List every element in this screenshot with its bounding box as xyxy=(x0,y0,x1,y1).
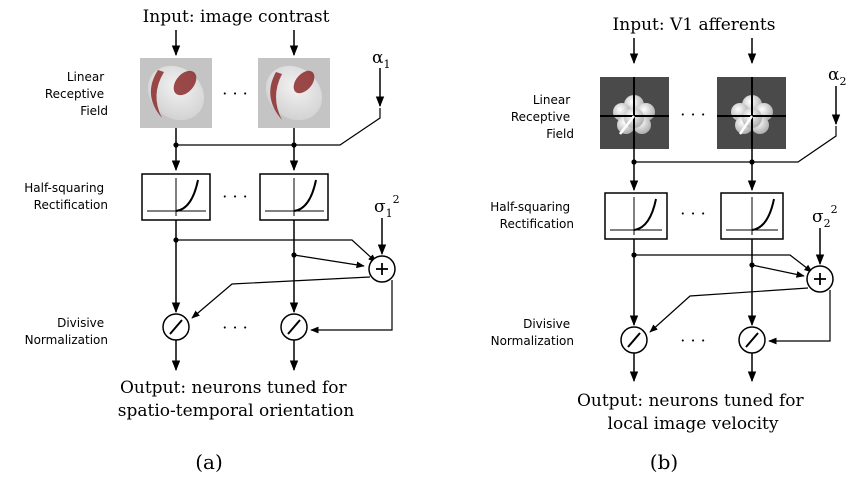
panel-b-stage-norm-label: Divisive Normalization xyxy=(491,317,574,348)
panel-b-caption: (b) xyxy=(650,450,678,474)
panel-a-rectifier-1 xyxy=(141,173,211,221)
panel-b-ellipsis-norm: · · · xyxy=(680,331,705,350)
panel-a-ellipsis-rect: · · · xyxy=(222,187,247,206)
panel-a-rectifier-2 xyxy=(259,173,329,221)
panel-b-divider-2 xyxy=(738,326,766,354)
panel-b-sigma-label: σ22 xyxy=(812,203,838,230)
panel-a-receptive-field-2 xyxy=(258,58,330,128)
panel-b-divider-1 xyxy=(620,326,648,354)
panel-b-input-label: Input: V1 afferents xyxy=(613,15,776,35)
panel-a-stage-rect-label: Half-squaring Rectification xyxy=(24,181,108,212)
panel-b-rectifier-1 xyxy=(604,192,668,240)
panel-b-ellipsis-rf: · · · xyxy=(680,105,705,124)
panel-a-sigma-label: σ12 xyxy=(374,193,400,220)
panel-a-feedback-1 xyxy=(191,276,371,319)
panel-b-feedback-1 xyxy=(649,287,809,333)
panel-a-divider-1 xyxy=(162,313,190,341)
panel-a-ellipsis-rf: · · · xyxy=(222,84,247,103)
panel-b-tap-2 xyxy=(751,264,805,278)
panel-a-alpha-label: α1 xyxy=(372,48,390,71)
panel-a-alpha-bus xyxy=(176,108,381,146)
panel-b-alpha-label: α2 xyxy=(828,65,846,88)
panel-b-ellipsis-rect: · · · xyxy=(680,204,705,223)
panel-b-rectifier-2 xyxy=(720,192,784,240)
panel-a-sum-node xyxy=(368,255,396,283)
panel-a-stage-norm-label: Divisive Normalization xyxy=(25,316,108,347)
panel-a: Input: image contrast Linear Receptive F… xyxy=(24,7,399,474)
panel-b-receptive-field-2 xyxy=(717,77,786,149)
panel-a-stage-linear-label: Linear Receptive Field xyxy=(45,70,108,118)
panel-a-tap-2 xyxy=(293,254,365,269)
panel-a-tap-1 xyxy=(176,239,377,263)
panel-a-receptive-field-1 xyxy=(140,58,212,128)
panel-b-output-label: Output: neurons tuned for local image ve… xyxy=(577,391,809,434)
panel-b-sum-node xyxy=(806,265,834,293)
panel-b-stage-rect-label: Half-squaring Rectification xyxy=(490,200,574,231)
panel-b-alpha-bus xyxy=(634,126,837,163)
panel-a-caption: (a) xyxy=(195,450,223,474)
panel-b: Input: V1 afferents Linear Receptive Fie… xyxy=(490,15,846,474)
panel-a-output-label: Output: neurons tuned for spatio-tempora… xyxy=(118,378,354,421)
panel-b-feedback-2 xyxy=(768,290,831,345)
panel-b-receptive-field-1 xyxy=(600,77,669,149)
panel-a-ellipsis-norm: · · · xyxy=(222,318,247,337)
panel-b-stage-linear-label: Linear Receptive Field xyxy=(511,93,574,141)
panel-b-tap-1 xyxy=(634,254,813,273)
panel-a-feedback-2 xyxy=(310,280,393,334)
panel-a-divider-2 xyxy=(280,313,308,341)
panel-a-input-label: Input: image contrast xyxy=(143,7,330,27)
